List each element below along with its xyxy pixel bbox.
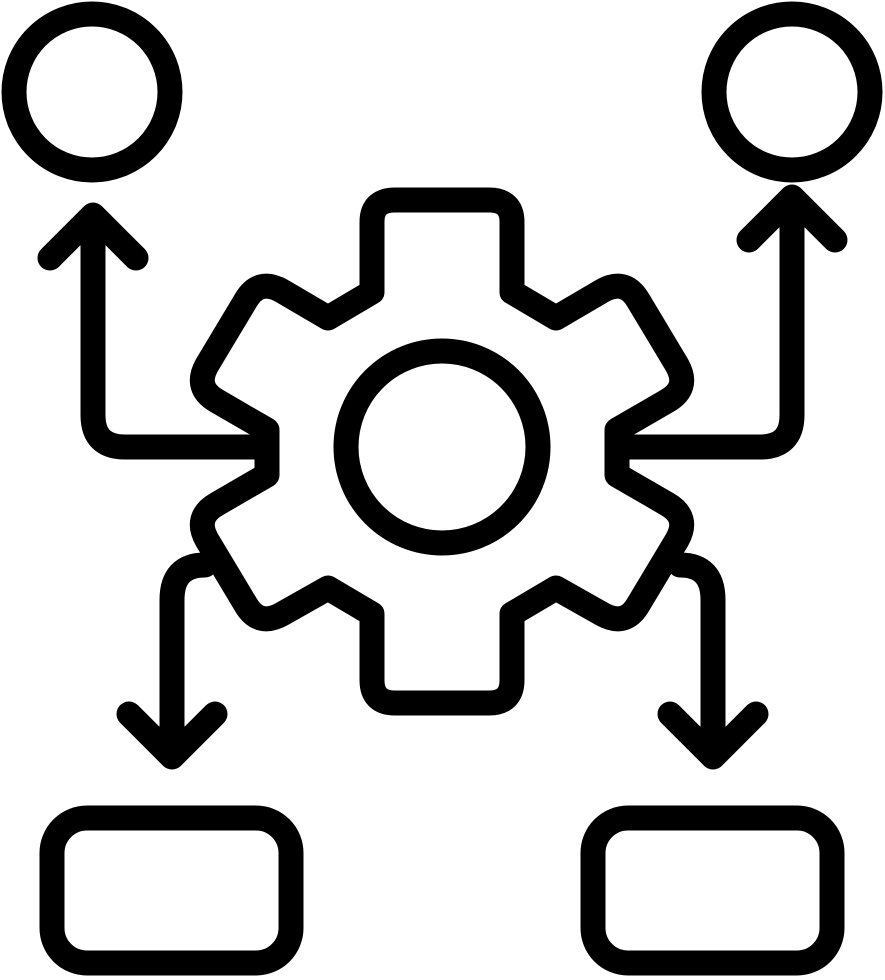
arrow-to-top-right: [609, 184, 848, 460]
arrow-to-bottom-right: [657, 552, 769, 770]
arrow-to-top-left: [37, 202, 275, 460]
arrow-head: [657, 701, 769, 770]
gear-hub-circle: [333, 338, 551, 556]
arrow-to-bottom-left: [116, 552, 228, 770]
arrow-head: [116, 701, 228, 770]
arrow-head: [736, 184, 848, 253]
arrow-head: [37, 202, 149, 271]
bottom-left-rectangle-node: [39, 805, 304, 976]
bottom-right-rectangle-node: [580, 805, 845, 976]
arrow-line: [80, 209, 275, 460]
top-left-circle-node: [1, 1, 183, 183]
arrow-line: [159, 552, 218, 765]
arrow-line: [609, 192, 805, 460]
top-right-circle-node: [701, 1, 883, 183]
gear-icon: [189, 187, 695, 716]
arrow-line: [667, 552, 726, 765]
